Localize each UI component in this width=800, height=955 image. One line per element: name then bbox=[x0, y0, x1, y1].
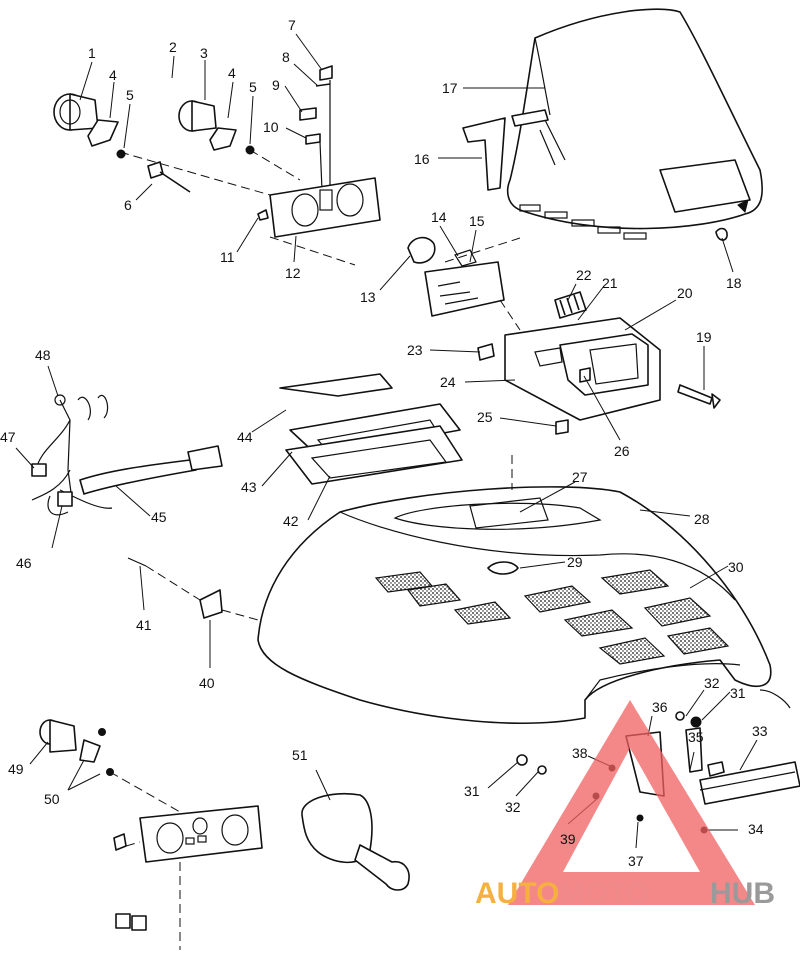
callout-43: 43 bbox=[241, 479, 257, 495]
callout-50: 50 bbox=[44, 791, 60, 807]
callout-34: 34 bbox=[748, 821, 764, 837]
callout-37: 37 bbox=[628, 853, 644, 869]
callout-45: 45 bbox=[151, 509, 167, 525]
windshield bbox=[506, 8, 763, 240]
callout-18: 18 bbox=[726, 275, 742, 291]
callout-9: 9 bbox=[272, 77, 280, 93]
headlight-assembly bbox=[424, 249, 505, 317]
watermark-text-moto: MOTO bbox=[560, 877, 649, 910]
callout-31b: 31 bbox=[464, 783, 480, 799]
callout-20: 20 bbox=[677, 285, 693, 301]
callout-19: 19 bbox=[696, 329, 712, 345]
callout-46: 46 bbox=[16, 555, 32, 571]
callout-26: 26 bbox=[614, 443, 630, 459]
mirror bbox=[301, 792, 410, 891]
callout-33: 33 bbox=[752, 723, 768, 739]
windshield-lower-vents bbox=[519, 204, 647, 240]
callout-44: 44 bbox=[237, 429, 253, 445]
callout-42: 42 bbox=[283, 513, 299, 529]
callout-15: 15 bbox=[469, 213, 485, 229]
gauge-speedometer bbox=[53, 93, 99, 131]
assembly-line bbox=[109, 771, 181, 950]
callout-24: 24 bbox=[440, 374, 456, 390]
watermark-triangle bbox=[508, 700, 755, 905]
callout-41: 41 bbox=[136, 617, 152, 633]
callout-7: 7 bbox=[288, 17, 296, 33]
windshield-trim bbox=[462, 117, 506, 191]
callout-6: 6 bbox=[124, 197, 132, 213]
callout-3: 3 bbox=[200, 45, 208, 61]
callout-4: 4 bbox=[109, 67, 117, 83]
callout-5b: 5 bbox=[249, 79, 257, 95]
instrument-panel bbox=[269, 177, 381, 238]
panel-screw bbox=[113, 833, 127, 851]
callout-25: 25 bbox=[477, 409, 493, 425]
callout-29: 29 bbox=[567, 554, 583, 570]
housing-bolt bbox=[677, 384, 721, 409]
windshield-screw bbox=[715, 227, 728, 241]
callout-49: 49 bbox=[8, 761, 24, 777]
callout-2: 2 bbox=[169, 39, 177, 55]
callout-23: 23 bbox=[407, 342, 423, 358]
callout-11: 11 bbox=[220, 249, 235, 265]
hood bbox=[257, 486, 772, 724]
callout-32: 32 bbox=[704, 675, 720, 691]
callout-36: 36 bbox=[652, 699, 668, 715]
hood-bracket bbox=[199, 589, 223, 619]
leader-lines bbox=[15, 33, 758, 849]
callout-22: 22 bbox=[576, 267, 592, 283]
callout-5: 5 bbox=[126, 87, 134, 103]
callout-47: 47 bbox=[0, 429, 16, 445]
callout-40: 40 bbox=[199, 675, 215, 691]
callout-39: 39 bbox=[560, 831, 576, 847]
watermark: AUTO MOTO HUB bbox=[475, 700, 775, 910]
wiring-harness bbox=[31, 394, 223, 516]
housing-tab bbox=[579, 367, 591, 383]
callout-numbers: 1 2 3 4 4 5 5 6 7 8 9 10 11 12 13 14 15 … bbox=[0, 17, 768, 869]
hood-gasket-set bbox=[279, 373, 463, 485]
headlight-bulb bbox=[407, 236, 436, 264]
assembly-line bbox=[145, 455, 513, 621]
callout-35: 35 bbox=[688, 729, 704, 745]
callout-31: 31 bbox=[730, 685, 746, 701]
callout-4b: 4 bbox=[228, 65, 236, 81]
callout-10: 10 bbox=[263, 119, 279, 135]
hood-pin bbox=[127, 557, 147, 567]
callout-21: 21 bbox=[602, 275, 618, 291]
callout-38: 38 bbox=[572, 745, 588, 761]
nut bbox=[116, 149, 126, 159]
callout-1: 1 bbox=[88, 45, 96, 61]
housing-clip bbox=[477, 343, 495, 361]
callout-27: 27 bbox=[572, 469, 588, 485]
watermark-text-auto: AUTO bbox=[475, 877, 559, 910]
callout-28: 28 bbox=[694, 511, 710, 527]
instrument-panel-lower bbox=[139, 805, 263, 863]
housing-screw bbox=[555, 419, 569, 435]
gauge-tachometer bbox=[178, 100, 217, 132]
callout-48: 48 bbox=[35, 347, 51, 363]
gauge-bracket-right bbox=[209, 127, 237, 151]
callout-13: 13 bbox=[360, 289, 376, 305]
callout-8: 8 bbox=[282, 49, 290, 65]
wiring bbox=[319, 80, 331, 191]
indicator-lights bbox=[299, 65, 333, 145]
callout-32b: 32 bbox=[505, 799, 521, 815]
callout-51: 51 bbox=[292, 747, 308, 763]
watermark-text-hub: HUB bbox=[710, 877, 775, 910]
callout-16: 16 bbox=[414, 151, 430, 167]
callout-30: 30 bbox=[728, 559, 744, 575]
gauge-bracket-left bbox=[87, 119, 119, 147]
assembly-line bbox=[119, 149, 356, 266]
gauge-lower bbox=[39, 719, 114, 776]
callout-12: 12 bbox=[285, 265, 301, 281]
panel-screw bbox=[257, 209, 269, 221]
bulb-socket bbox=[147, 161, 191, 193]
callout-14: 14 bbox=[431, 209, 447, 225]
callout-17: 17 bbox=[442, 80, 458, 96]
connectors bbox=[115, 913, 147, 931]
assembly-line bbox=[444, 237, 521, 331]
